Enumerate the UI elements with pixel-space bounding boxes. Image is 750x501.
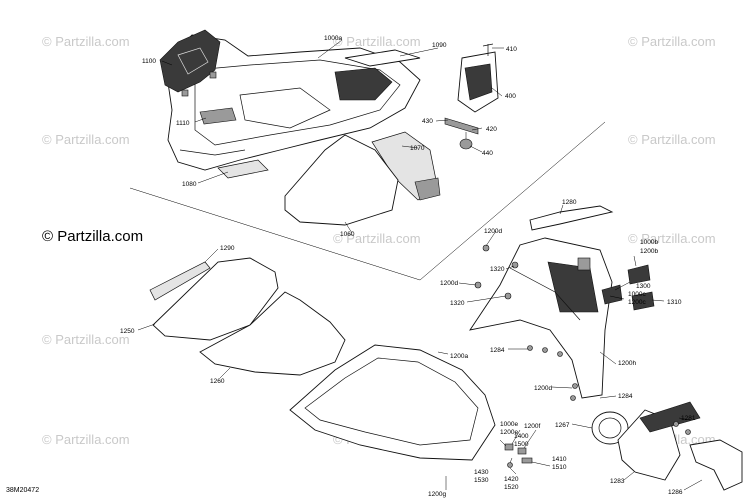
callout-1000e: 1000e bbox=[500, 421, 518, 428]
callout-1100: 1100 bbox=[142, 58, 156, 65]
callout-1267: 1267 bbox=[555, 422, 570, 429]
callout-1320: 1320 bbox=[450, 300, 465, 307]
hose-part bbox=[689, 439, 743, 491]
callout-420: 420 bbox=[486, 126, 497, 133]
grille-part bbox=[639, 401, 701, 433]
callout-1110: 1110 bbox=[176, 120, 190, 127]
callout-1200d: 1200d bbox=[440, 280, 458, 287]
mat-panel-part bbox=[152, 257, 279, 341]
callout-430: 430 bbox=[422, 118, 433, 125]
callout-410: 410 bbox=[506, 46, 517, 53]
callout-1430: 1430 bbox=[474, 469, 489, 476]
reference-plane-line bbox=[129, 187, 421, 281]
reference-plane-line bbox=[419, 121, 606, 281]
watermark: © Partzilla.com bbox=[42, 132, 130, 147]
callout-1200e: 1200e bbox=[500, 429, 518, 436]
callout-1286: 1286 bbox=[668, 489, 683, 496]
callout-1410: 1410 bbox=[552, 456, 567, 463]
callout-1283: 1283 bbox=[610, 478, 625, 485]
strap-part bbox=[529, 205, 614, 231]
callout-1260: 1260 bbox=[210, 378, 225, 385]
callout-1200d: 1200d bbox=[484, 228, 502, 235]
callout-1284: 1284 bbox=[490, 347, 505, 354]
mat-panel-part bbox=[199, 291, 346, 376]
callout-1530: 1530 bbox=[474, 477, 489, 484]
callout-1200f: 1200f bbox=[524, 423, 540, 430]
callout-1520: 1520 bbox=[504, 484, 519, 491]
leader-lines bbox=[137, 39, 703, 491]
left-bracket-part bbox=[159, 29, 221, 97]
callout-1300: 1300 bbox=[636, 283, 651, 290]
callout-1200a: 1200a bbox=[450, 353, 468, 360]
callout-1310: 1310 bbox=[667, 299, 682, 306]
large-panel-part bbox=[289, 344, 496, 461]
small-bracket-part bbox=[627, 264, 651, 285]
callout-1510: 1510 bbox=[552, 464, 567, 471]
callout-1000c: 1000c bbox=[628, 291, 646, 298]
callout-1200b: 1200b bbox=[640, 248, 658, 255]
watermark: © Partzilla.com bbox=[333, 231, 421, 246]
callout-1200h: 1200h bbox=[618, 360, 636, 367]
callout-1281: 1281 bbox=[681, 415, 696, 422]
hardware-bits bbox=[474, 244, 691, 468]
clip-part bbox=[414, 177, 441, 201]
latch-assembly-part bbox=[444, 43, 499, 150]
callout-1060: 1060 bbox=[340, 231, 355, 238]
callout-400: 400 bbox=[505, 93, 516, 100]
callout-1000b: 1000b bbox=[640, 239, 658, 246]
diagram-code: 38M20472 bbox=[6, 487, 40, 494]
callout-1320: 1320 bbox=[490, 266, 505, 273]
watermark: © Partzilla.com bbox=[628, 34, 716, 49]
watermark: © Partzilla.com bbox=[628, 132, 716, 147]
callout-1200g: 1200g bbox=[428, 491, 446, 498]
callout-1280: 1280 bbox=[562, 199, 577, 206]
console-shell-part bbox=[469, 237, 613, 399]
watermark: © Partzilla.com bbox=[42, 34, 130, 49]
trim-strip-part bbox=[344, 49, 421, 67]
callout-1500: 1500 bbox=[514, 441, 529, 448]
small-bracket-part bbox=[601, 284, 623, 305]
liner-panel-part bbox=[284, 134, 399, 226]
foam-block-part bbox=[149, 261, 211, 301]
callout-1400: 1400 bbox=[514, 433, 529, 440]
upper-deck-part bbox=[164, 34, 421, 171]
callout-1250: 1250 bbox=[120, 328, 135, 335]
callout-1200c: 1200c bbox=[628, 299, 646, 306]
watermark: © Partzilla.com bbox=[42, 332, 130, 347]
callout-1070: 1070 bbox=[410, 145, 425, 152]
callout-1290: 1290 bbox=[220, 245, 235, 252]
foam-pad-part bbox=[217, 159, 269, 179]
callout-1284: 1284 bbox=[618, 393, 633, 400]
watermark: © Partzilla.com bbox=[42, 432, 130, 447]
callout-1200d: 1200d bbox=[534, 385, 552, 392]
callout-1000a: 1000a bbox=[324, 35, 342, 42]
watermark: © Partzilla.com bbox=[333, 34, 421, 49]
watermark: © Partzilla.com bbox=[628, 231, 716, 246]
callout-1080: 1080 bbox=[182, 181, 197, 188]
callout-1420: 1420 bbox=[504, 476, 519, 483]
partzilla-brand-watermark: © Partzilla.com bbox=[42, 228, 144, 245]
callout-1090: 1090 bbox=[432, 42, 447, 49]
callout-440: 440 bbox=[482, 150, 493, 157]
small-bracket-part bbox=[631, 291, 655, 311]
